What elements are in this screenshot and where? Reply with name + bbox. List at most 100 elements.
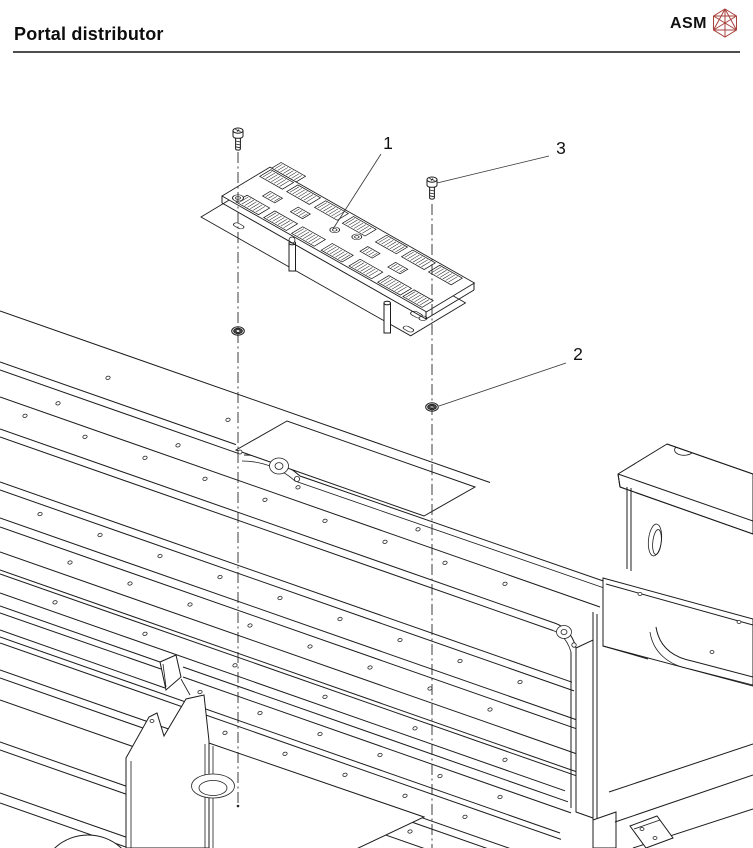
connector-block (259, 169, 295, 190)
rail-hole (225, 417, 231, 422)
connector-rib (360, 265, 370, 272)
connector-rib (362, 248, 370, 252)
connector-rib (277, 165, 286, 171)
connector-block (263, 210, 299, 231)
roof-notch (674, 446, 693, 456)
connector-rib (297, 230, 307, 236)
rail-hole (22, 413, 28, 418)
connector-rib (280, 220, 291, 227)
brand-cube-icon (713, 8, 737, 38)
callout-3-leader (436, 155, 550, 184)
connector-rib (368, 270, 379, 277)
rail-hole (67, 560, 73, 565)
support-bracket (602, 577, 753, 687)
connector-rib (407, 253, 417, 260)
connector-rib (329, 248, 340, 255)
rail-hole (37, 511, 43, 517)
connector-block (359, 246, 381, 259)
rail-hole (342, 772, 348, 777)
connector-rib (252, 204, 263, 211)
connector-rib (283, 222, 293, 228)
rail-hole (322, 518, 328, 523)
rail-hole (407, 829, 413, 834)
connector-rib (271, 196, 278, 200)
callout-2-leader (438, 362, 567, 407)
connector-rib (249, 203, 260, 209)
connector-rib (359, 226, 369, 232)
connector-rib (295, 189, 305, 196)
frame-rail (0, 551, 581, 756)
connector-rib (305, 234, 316, 241)
connector-rib (328, 208, 339, 215)
connector-rib (296, 210, 303, 215)
connector-rib (442, 273, 453, 280)
connector-rib (279, 180, 289, 187)
connector-rib (410, 254, 420, 261)
rail-hole (502, 757, 508, 762)
rail-hole (497, 794, 503, 800)
connector-rib (365, 268, 376, 275)
connector-rib (276, 179, 287, 186)
frame-rail (0, 802, 131, 848)
rail-hole (397, 637, 403, 643)
connector-rib (412, 256, 423, 263)
frame-rail (0, 436, 554, 631)
connector-rib (269, 214, 280, 220)
connector-rib (389, 243, 400, 249)
rail-hole (127, 581, 133, 586)
connector-block (271, 162, 307, 183)
connector-rib (311, 237, 321, 244)
connector-rib (298, 191, 308, 198)
connector-rib (247, 201, 257, 208)
connector-rib (371, 253, 378, 257)
connector-rib (280, 167, 289, 173)
rail-hole (257, 710, 263, 716)
frame-rail (0, 517, 577, 721)
connector-rib (363, 267, 373, 274)
connector-rib (277, 218, 288, 225)
connector-rib (437, 270, 447, 276)
connector-rib (301, 213, 308, 218)
connector-rib (350, 221, 361, 228)
frame-rail (0, 310, 491, 483)
connector-rib (238, 196, 249, 203)
frame-rail (0, 569, 585, 775)
callout-1-leader (332, 153, 382, 230)
connector-rib (411, 294, 422, 301)
connector-rib (386, 241, 397, 248)
frame-rail (0, 792, 159, 848)
connector-rib (381, 238, 391, 245)
frame-rail (182, 676, 572, 814)
callout-3-label: 3 (556, 138, 566, 158)
connector-block (348, 258, 384, 280)
connector-rib (331, 210, 342, 217)
square-bar (0, 605, 191, 696)
connector-block (387, 261, 409, 275)
connector-rib (298, 211, 306, 216)
connector-rib (323, 205, 333, 212)
bottom-right-block (629, 815, 674, 848)
rail-hole (412, 726, 418, 731)
rail-hole (82, 434, 88, 439)
platform-hole (191, 773, 235, 799)
support-column (626, 487, 663, 571)
rail-hole (367, 665, 373, 670)
connector-block (261, 190, 284, 204)
connector-rib (303, 194, 314, 201)
pcb-board (221, 162, 476, 313)
connector-rib (283, 168, 291, 174)
frame-rail (0, 428, 554, 623)
rail-hole (157, 553, 163, 559)
connector-rib (262, 171, 273, 178)
connector-rib (368, 251, 375, 256)
connector-rib (325, 207, 336, 213)
connector-rib (351, 260, 362, 267)
connector-rib (390, 264, 397, 268)
connector-rib (415, 258, 426, 264)
portal-beam-rails (0, 310, 601, 848)
rail-hole (202, 476, 208, 481)
connector-rib (392, 244, 402, 251)
rail-hole (502, 581, 508, 586)
connector-rib (357, 264, 368, 270)
rail-hole (377, 752, 383, 758)
